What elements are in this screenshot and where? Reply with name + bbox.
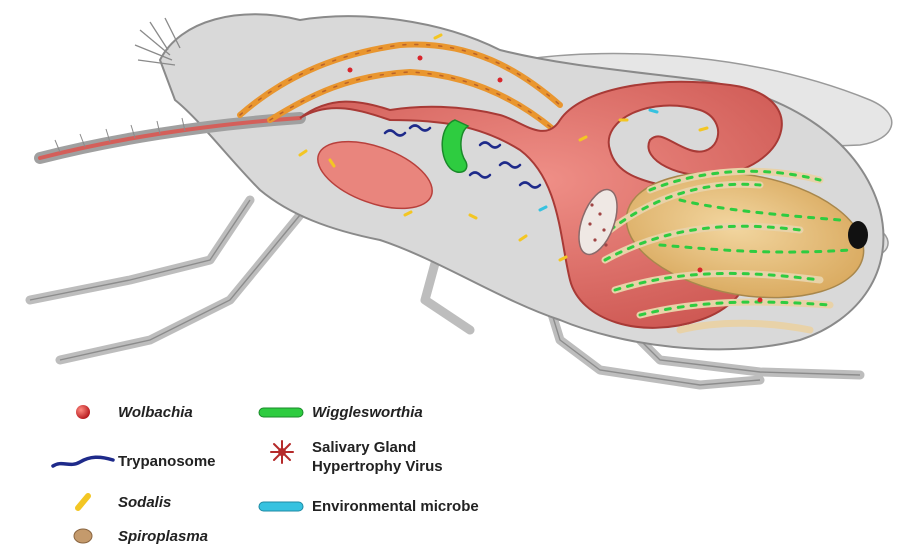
- legend-wigglesworthia: Wigglesworthia: [252, 398, 423, 426]
- legend-label-sghv-line2: Hypertrophy Virus: [312, 457, 443, 476]
- blue-wavy-parasite-icon: [48, 447, 118, 475]
- cyan-rod-icon: [252, 492, 312, 520]
- yellow-rod-icon: [48, 488, 118, 516]
- anus-tip: [848, 221, 868, 249]
- legend-label-wolbachia: Wolbachia: [118, 403, 193, 422]
- legend-sghv: Salivary Gland Hypertrophy Virus: [252, 438, 443, 476]
- legend-label-wigglesworthia: Wigglesworthia: [312, 403, 423, 422]
- tan-oval-icon: [48, 522, 118, 550]
- legend-label-sghv-line1: Salivary Gland: [312, 438, 443, 457]
- green-rod-icon: [252, 398, 312, 426]
- legend-wolbachia: Wolbachia: [48, 398, 193, 426]
- red-sphere-icon: [48, 398, 118, 426]
- red-star-virus-icon: [252, 438, 312, 466]
- legend-label-spiroplasma: Spiroplasma: [118, 527, 208, 546]
- legend-trypanosome: Trypanosome: [48, 447, 216, 475]
- legend-label-sodalis: Sodalis: [118, 493, 171, 512]
- legend-label-environmental: Environmental microbe: [312, 497, 479, 516]
- legend-spiroplasma: Spiroplasma: [48, 522, 208, 550]
- legend-environmental: Environmental microbe: [252, 492, 479, 520]
- legend-sodalis: Sodalis: [48, 488, 171, 516]
- legend-label-trypanosome: Trypanosome: [118, 452, 216, 471]
- tsetse-fly-anatomy-illustration: [0, 0, 910, 400]
